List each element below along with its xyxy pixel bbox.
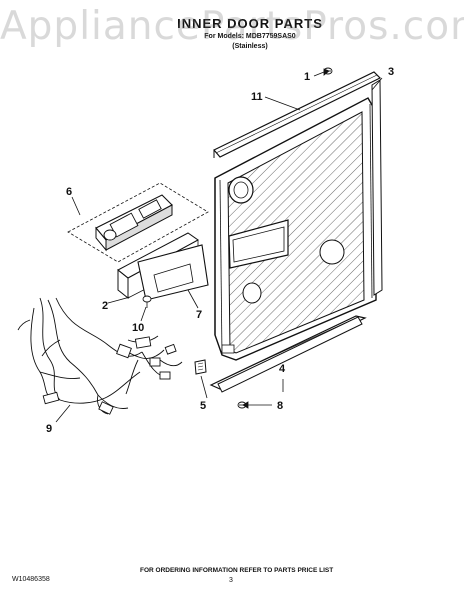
side-trim-strip [371, 79, 383, 296]
bracket-5 [194, 359, 207, 375]
callout-6: 6 [66, 186, 72, 198]
callout-3: 3 [388, 66, 394, 78]
callout-10: 10 [132, 322, 144, 334]
callout-11: 11 [251, 91, 263, 103]
page-title: INNER DOOR PARTS [177, 16, 323, 31]
callout-2: 2 [102, 300, 108, 312]
variant-line: (Stainless) [232, 43, 268, 50]
callout-9: 9 [46, 423, 52, 435]
callout-5: 5 [200, 400, 206, 412]
bottom-trim-strip [209, 315, 367, 393]
callout-1: 1 [304, 71, 310, 83]
dispenser-assembly-group [67, 182, 209, 263]
watermark: AppliancePartsPros.com [0, 4, 464, 49]
inner-door-panel [214, 97, 377, 361]
harness-connectors [42, 336, 177, 415]
screw-10 [142, 295, 152, 308]
model-line: For Models: MDB7759SAS0 [204, 33, 296, 40]
callout-4: 4 [279, 363, 286, 375]
callout-7: 7 [196, 309, 202, 321]
page-number: 3 [229, 577, 233, 584]
document-id: W10486358 [12, 576, 50, 583]
ordering-note: FOR ORDERING INFORMATION REFER TO PARTS … [140, 567, 334, 574]
wire-harness [17, 297, 183, 415]
control-board [137, 244, 209, 301]
leader-lines [55, 68, 383, 423]
callout-8: 8 [277, 400, 283, 412]
top-trim-strip [213, 71, 382, 158]
